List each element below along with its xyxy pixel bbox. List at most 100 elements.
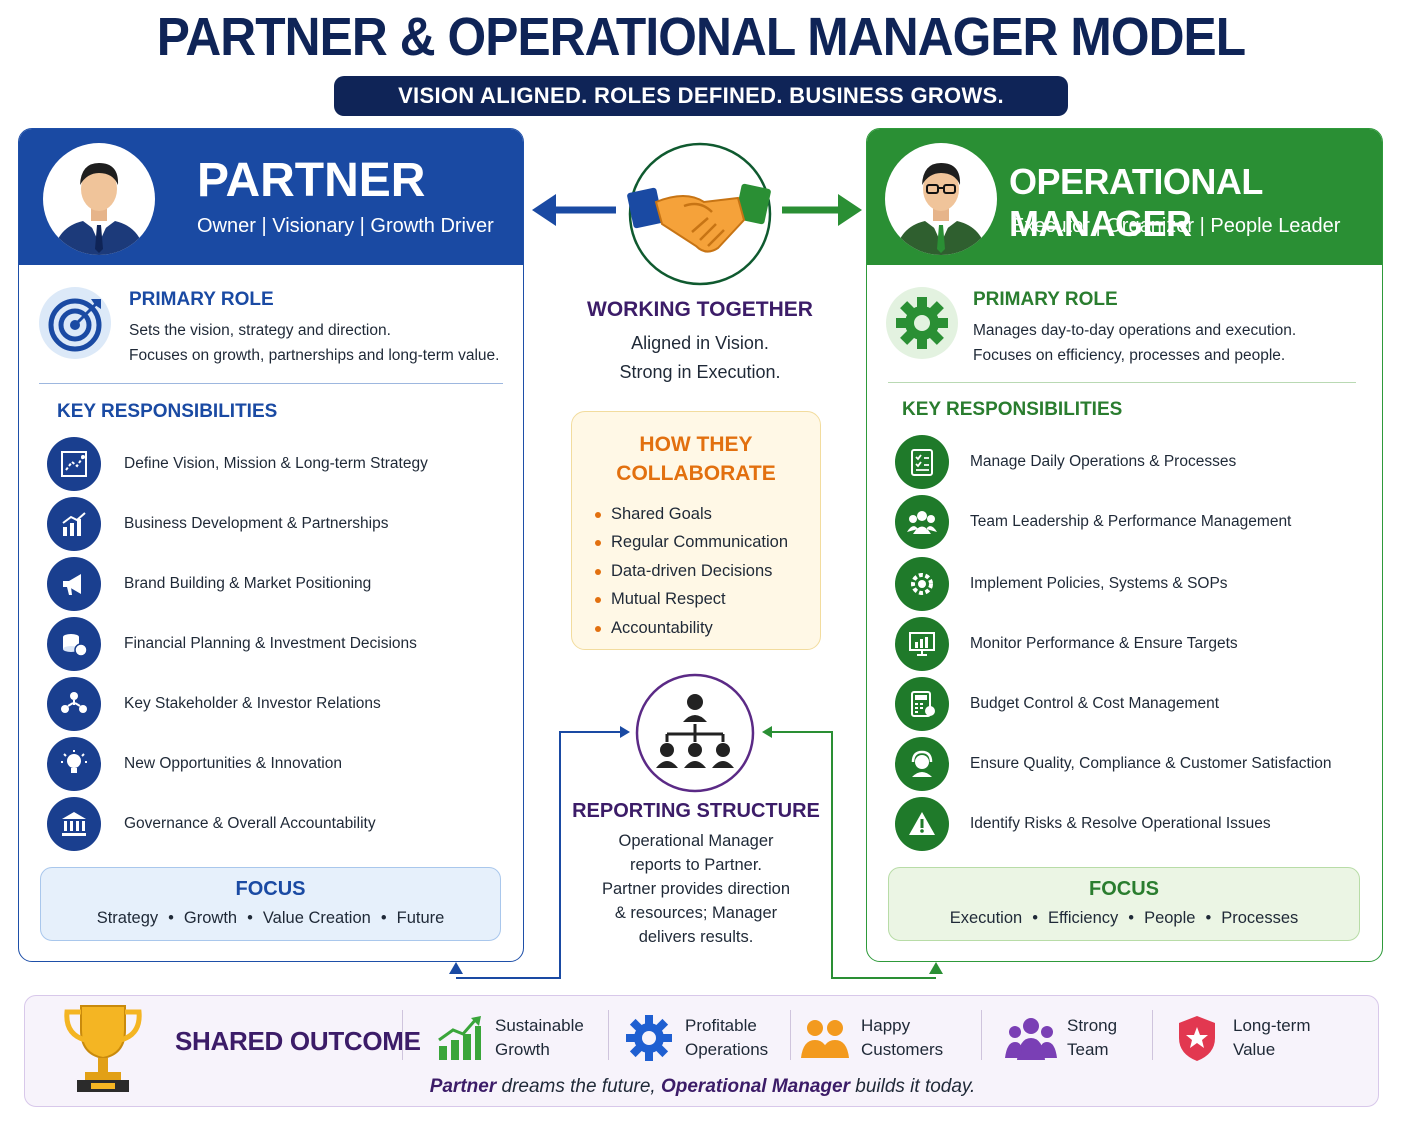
primary-role-line: Focuses on growth, partnerships and long… xyxy=(129,347,500,364)
list-item: Mutual Respect xyxy=(595,585,820,613)
list-item: Financial Planning & Investment Decision… xyxy=(47,617,417,671)
responsibility-label: Key Stakeholder & Investor Relations xyxy=(124,695,381,712)
outcome-item: Profitable Operations xyxy=(623,1012,768,1064)
org-chart-icon xyxy=(635,673,755,793)
reporting-line: reports to Partner. xyxy=(629,856,763,874)
reporting-line: Partner provides direction xyxy=(601,880,790,898)
manager-header: OPERATIONAL MANAGER Executor | Organizer… xyxy=(867,129,1382,265)
responsibility-label: Monitor Performance & Ensure Targets xyxy=(970,635,1238,652)
stakeholder-network-icon xyxy=(47,677,101,731)
gear-icon xyxy=(623,1012,675,1064)
responsibility-label: Brand Building & Market Positioning xyxy=(124,575,372,592)
list-item: Identify Risks & Resolve Operational Iss… xyxy=(895,797,1271,851)
outcome-item: Long-term Value xyxy=(1171,1012,1310,1064)
list-item: Brand Building & Market Positioning xyxy=(47,557,371,611)
list-item: Implement Policies, Systems & SOPs xyxy=(895,557,1228,611)
monitor-chart-icon xyxy=(895,617,949,671)
list-item: Shared Goals xyxy=(595,500,820,528)
list-item: Budget Control & Cost Management xyxy=(895,677,1219,731)
working-together-title: WORKING TOGETHER xyxy=(587,298,813,321)
bank-icon xyxy=(47,797,101,851)
outcome-item: Sustainable Growth xyxy=(433,1012,584,1064)
primary-role-title: PRIMARY ROLE xyxy=(973,289,1118,310)
quote-emphasis: Operational Manager xyxy=(660,1076,850,1097)
primary-role-text: Manages day-to-day operations and execut… xyxy=(973,318,1296,368)
reporting-structure-text: Operational Manager reports to Partner. … xyxy=(556,829,836,949)
checklist-icon xyxy=(895,435,949,489)
gear-icon xyxy=(895,557,949,611)
divider xyxy=(1152,1010,1153,1060)
collaborate-title: HOW THEY COLLABORATE xyxy=(572,430,820,488)
manager-title: OPERATIONAL MANAGER xyxy=(1009,161,1263,244)
partner-title: PARTNER xyxy=(197,154,426,207)
working-together-text: Aligned in Vision. Strong in Execution. xyxy=(560,329,840,387)
focus-title: FOCUS xyxy=(235,878,306,900)
page-title: PARTNER & OPERATIONAL MANAGER MODEL xyxy=(156,7,1246,67)
list-item: Data-driven Decisions xyxy=(595,557,820,585)
list-item: Monitor Performance & Ensure Targets xyxy=(895,617,1238,671)
quote-text: dreams the future, xyxy=(496,1076,661,1097)
avatar xyxy=(43,143,155,255)
working-line: Strong in Execution. xyxy=(619,362,781,382)
manager-panel: OPERATIONAL MANAGER Executor | Organizer… xyxy=(866,128,1383,962)
megaphone-icon xyxy=(47,557,101,611)
responsibility-label: Identify Risks & Resolve Operational Iss… xyxy=(970,815,1271,832)
team-icon xyxy=(895,495,949,549)
tagline-banner: VISION ALIGNED. ROLES DEFINED. BUSINESS … xyxy=(334,76,1068,116)
list-item: New Opportunities & Innovation xyxy=(47,737,342,791)
growth-chart-icon xyxy=(47,497,101,551)
focus-title: FOCUS xyxy=(1089,878,1159,900)
primary-role-title: PRIMARY ROLE xyxy=(129,289,274,310)
partner-panel: PARTNER Owner | Visionary | Growth Drive… xyxy=(18,128,524,962)
primary-role-line: Manages day-to-day operations and execut… xyxy=(973,322,1297,339)
collaborate-title-line: COLLABORATE xyxy=(616,462,776,485)
people-icon xyxy=(799,1012,851,1064)
lightbulb-icon xyxy=(47,737,101,791)
responsibility-label: Financial Planning & Investment Decision… xyxy=(124,635,417,652)
quote-text: builds it today. xyxy=(849,1076,976,1097)
list-item: Ensure Quality, Compliance & Customer Sa… xyxy=(895,737,1332,791)
primary-role-line: Sets the vision, strategy and direction. xyxy=(129,322,391,339)
divider xyxy=(608,1010,609,1060)
focus-item: Efficiency xyxy=(1047,909,1119,927)
list-item: Define Vision, Mission & Long-term Strat… xyxy=(47,437,428,491)
list-item: Governance & Overall Accountability xyxy=(47,797,376,851)
quote-emphasis: Partner xyxy=(429,1076,497,1097)
list-item: Key Stakeholder & Investor Relations xyxy=(47,677,381,731)
focus-item: Strategy xyxy=(96,909,159,927)
trophy-icon xyxy=(64,1005,142,1092)
team-icon xyxy=(1005,1012,1057,1064)
reporting-line: & resources; Manager xyxy=(614,904,778,922)
primary-role-text: Sets the vision, strategy and direction.… xyxy=(129,318,499,368)
customer-support-icon xyxy=(895,737,949,791)
collaborate-title-line: HOW THEY xyxy=(639,433,753,456)
avatar xyxy=(885,143,997,255)
responsibility-label: Implement Policies, Systems & SOPs xyxy=(970,575,1228,592)
list-item: Team Leadership & Performance Management xyxy=(895,495,1291,549)
list-item: Regular Communication xyxy=(595,528,820,556)
responsibility-label: Team Leadership & Performance Management xyxy=(970,513,1292,530)
handshake-icon xyxy=(627,142,772,286)
focus-box: FOCUS Execution•Efficiency•People•Proces… xyxy=(888,867,1360,941)
key-responsibilities-title: KEY RESPONSIBILITIES xyxy=(57,401,278,422)
reporting-line: delivers results. xyxy=(638,928,754,946)
outcome-label: Long-term Value xyxy=(1233,1016,1311,1059)
focus-items: Execution•Efficiency•People•Processes xyxy=(949,909,1299,927)
focus-item: Execution xyxy=(949,909,1023,927)
target-icon xyxy=(39,287,111,359)
responsibility-label: New Opportunities & Innovation xyxy=(124,755,342,772)
outcome-label: Profitable Operations xyxy=(685,1016,769,1059)
responsibility-label: Define Vision, Mission & Long-term Strat… xyxy=(124,455,428,472)
strategy-map-icon xyxy=(47,437,101,491)
arrow-left-icon xyxy=(532,194,616,226)
working-line: Aligned in Vision. xyxy=(631,333,769,353)
partner-subtitle: Owner | Visionary | Growth Driver xyxy=(197,215,494,237)
responsibility-label: Business Development & Partnerships xyxy=(124,515,389,532)
responsibility-label: Ensure Quality, Compliance & Customer Sa… xyxy=(970,755,1332,772)
collaborate-list: Shared Goals Regular Communication Data-… xyxy=(595,500,820,642)
divider xyxy=(39,383,503,384)
focus-item: Processes xyxy=(1221,909,1299,927)
focus-items: Strategy•Growth•Value Creation•Future xyxy=(96,909,445,927)
partner-header: PARTNER Owner | Visionary | Growth Drive… xyxy=(19,129,523,265)
divider xyxy=(981,1010,982,1060)
